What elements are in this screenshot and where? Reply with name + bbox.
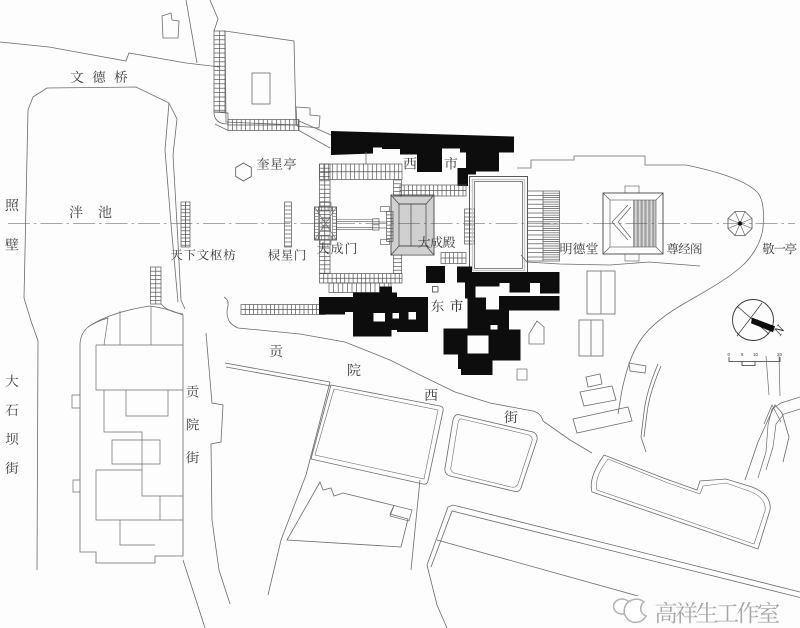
- svg-text:20: 20: [777, 352, 783, 357]
- svg-text:0: 0: [728, 352, 731, 357]
- svg-text:5: 5: [741, 352, 744, 357]
- svg-text:10: 10: [753, 352, 759, 357]
